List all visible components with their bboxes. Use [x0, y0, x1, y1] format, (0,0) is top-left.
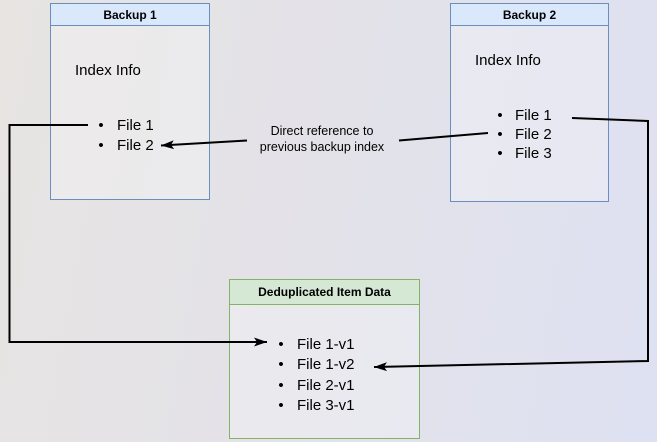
backup1-title: Backup 1 [51, 4, 209, 26]
backup1-index-info-label: Index Info [75, 62, 141, 79]
file-label: File 3-v1 [297, 397, 355, 415]
edge-label-line1: Direct reference to [270, 124, 374, 138]
bullet-icon: • [278, 397, 284, 415]
edge-label-direct-reference: Direct reference to previous backup inde… [222, 124, 422, 155]
bullet-icon: • [98, 116, 104, 134]
bullet-icon: • [497, 145, 503, 162]
list-item: • File 3 [494, 144, 552, 163]
file-label: File 1 [117, 116, 154, 134]
backup2-file-list: • File 1 • File 2 • File 3 [494, 106, 552, 163]
file-label: File 1 [515, 107, 552, 124]
file-label: File 2 [117, 136, 154, 154]
list-item: • File 2 [494, 125, 552, 144]
backup2-index-info-label: Index Info [475, 52, 541, 69]
file-label: File 2 [515, 126, 552, 143]
bullet-icon: • [278, 356, 284, 374]
dedup-file-list: • File 1-v1 • File 1-v2 • File 2-v1 • Fi… [275, 334, 355, 417]
file-label: File 2-v1 [297, 376, 355, 394]
list-item: • File 1-v1 [275, 334, 355, 355]
file-label: File 1-v1 [297, 335, 355, 353]
bullet-icon: • [98, 136, 104, 154]
bullet-icon: • [497, 107, 503, 124]
bullet-icon: • [497, 126, 503, 143]
list-item: • File 2 [95, 135, 154, 155]
dedup-title: Deduplicated Item Data [230, 280, 419, 305]
list-item: • File 3-v1 [275, 396, 355, 417]
list-item: • File 2-v1 [275, 375, 355, 396]
backup2-node: Backup 2 [450, 3, 609, 202]
edge-label-line2: previous backup index [259, 139, 385, 154]
list-item: • File 1-v2 [275, 355, 355, 376]
backup1-node: Backup 1 [50, 3, 210, 200]
file-label: File 1-v2 [297, 356, 355, 374]
backup1-file-list: • File 1 • File 2 [95, 115, 154, 155]
bullet-icon: • [278, 335, 284, 353]
file-label: File 3 [515, 145, 552, 162]
list-item: • File 1 [494, 106, 552, 125]
bullet-icon: • [278, 376, 284, 394]
backup2-title: Backup 2 [451, 4, 608, 26]
list-item: • File 1 [95, 115, 154, 135]
